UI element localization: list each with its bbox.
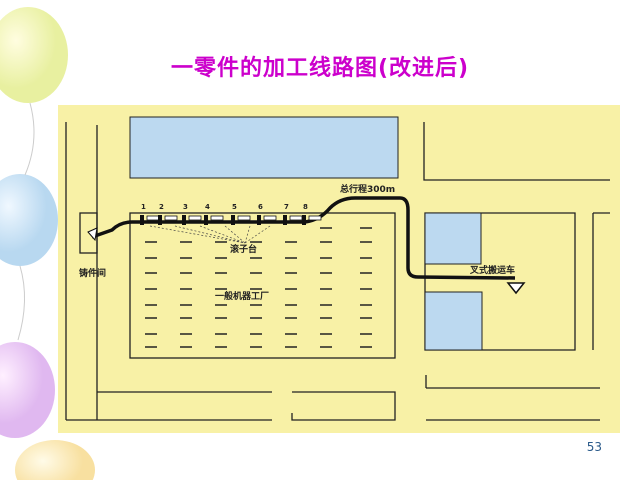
- casting-room: [79, 212, 98, 254]
- leader-line: [244, 225, 271, 244]
- machine-station: [140, 215, 144, 225]
- slide-title: 一零件的加工线路图(改进后): [170, 56, 470, 81]
- roller-conveyor: [237, 215, 251, 221]
- station-number: 2: [159, 203, 164, 211]
- station-number: 3: [183, 203, 188, 211]
- station-number: 6: [258, 203, 263, 211]
- roller-conveyor: [188, 215, 202, 221]
- building-right-upper: [424, 212, 482, 265]
- machine-station: [158, 215, 162, 225]
- leader-line: [199, 225, 246, 244]
- road-line: [291, 391, 396, 421]
- station-number: 1: [141, 203, 146, 211]
- road-line: [423, 122, 610, 181]
- machine-station: [257, 215, 261, 225]
- leader-line: [149, 225, 246, 244]
- end-triangle-icon: [506, 282, 526, 295]
- roller-conveyor: [164, 215, 178, 221]
- roller-conveyor: [210, 215, 224, 221]
- route-path: [91, 196, 516, 280]
- station-number: 5: [232, 203, 237, 211]
- machine-station: [182, 215, 186, 225]
- leader-line: [174, 225, 246, 244]
- road-line: [425, 375, 600, 421]
- leader-line: [224, 225, 246, 244]
- machine-station: [283, 215, 287, 225]
- machine-station: [231, 215, 235, 225]
- machine-station: [302, 215, 306, 225]
- process-route-diagram: 1 2 3 4 5 6 7 8 总行程300m 铸件间 滚子台 一般机器工厂 叉式搬运车: [58, 105, 620, 433]
- roller-conveyor: [308, 215, 322, 221]
- station-number: 8: [303, 203, 308, 211]
- label-forklift: 叉式搬运车: [469, 264, 515, 276]
- machine-station: [204, 215, 208, 225]
- roller-conveyor: [146, 215, 160, 221]
- leader-line: [244, 225, 251, 244]
- building-right-lower: [424, 291, 483, 351]
- station-number: 4: [205, 203, 210, 211]
- label-factory: 一般机器工厂: [215, 290, 269, 302]
- page-number: 53: [586, 440, 602, 454]
- machine-rows: [145, 227, 372, 348]
- label-casting-room: 铸件间: [79, 267, 106, 279]
- label-total-distance: 总行程300m: [340, 183, 395, 195]
- start-flag-icon: [87, 227, 98, 242]
- roller-conveyor: [289, 215, 303, 221]
- building-top: [129, 116, 399, 179]
- station-number: 7: [284, 203, 289, 211]
- label-roller-table: 滚子台: [230, 243, 257, 255]
- road-line: [592, 212, 610, 350]
- roller-conveyor: [263, 215, 277, 221]
